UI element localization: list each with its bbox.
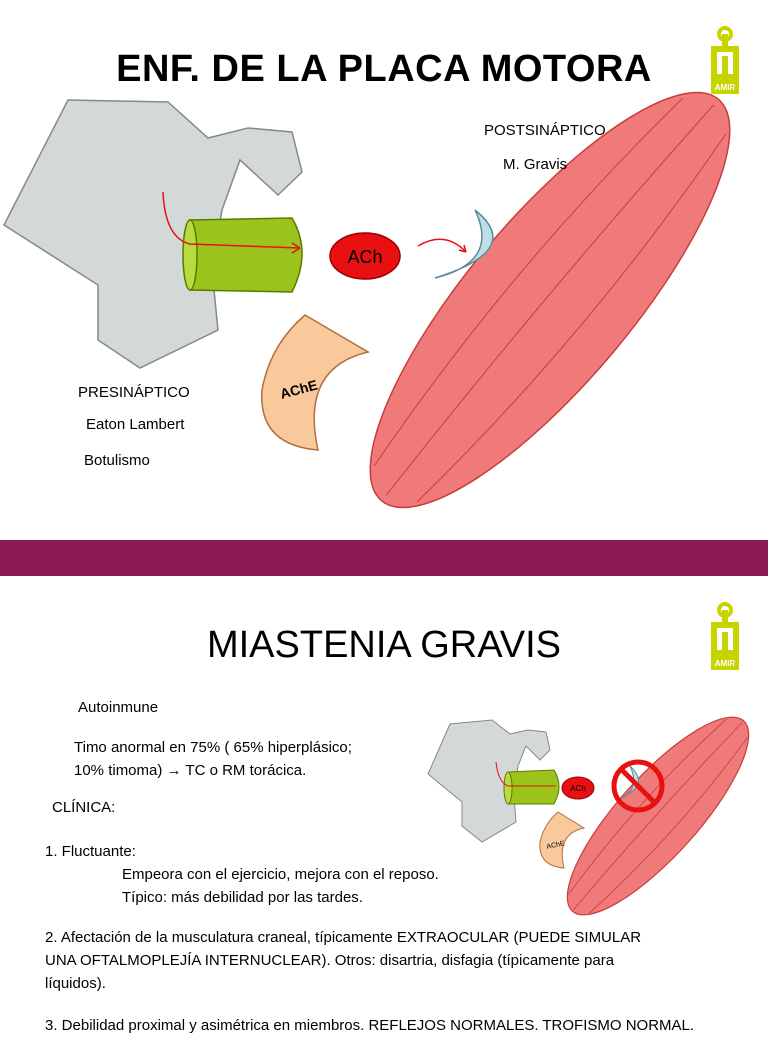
logo-text: AMIR bbox=[715, 83, 736, 92]
text-timo-2: 10% timoma) → TC o RM torácica. bbox=[74, 762, 307, 779]
item2-line1: 2. Afectación de la musculatura craneal,… bbox=[45, 929, 642, 946]
slide1-title: ENF. DE LA PLACA MOTORA bbox=[116, 48, 652, 90]
logo-text: AMIR bbox=[715, 659, 736, 668]
slide-placa-motora: ENF. DE LA PLACA MOTORA AMIR AC bbox=[3, 26, 739, 509]
ach-receptor bbox=[434, 209, 494, 279]
item1-line2: Típico: más debilidad por las tardes. bbox=[122, 889, 363, 906]
muscle-fiber bbox=[566, 716, 750, 916]
slide-divider bbox=[0, 540, 768, 576]
ache-enzyme: AChE bbox=[539, 811, 586, 869]
ach-molecule: ACh bbox=[329, 232, 401, 280]
item1-line1: Empeora con el ejercicio, mejora con el … bbox=[122, 866, 439, 883]
text-autoinmune: Autoinmune bbox=[78, 699, 159, 716]
amir-logo: AMIR bbox=[711, 602, 739, 670]
item2-line2: UNA OFTALMOPLEJÍA INTERNUCLEAR). Otros: … bbox=[45, 952, 615, 969]
amir-logo: AMIR bbox=[711, 26, 739, 94]
item3-line1: 3. Debilidad proximal y asimétrica en mi… bbox=[45, 1017, 695, 1034]
svg-text:ACh: ACh bbox=[570, 784, 586, 793]
ache-enzyme: AChE bbox=[261, 314, 370, 451]
svg-text:AChE: AChE bbox=[546, 840, 566, 851]
axon-terminal bbox=[189, 217, 303, 293]
prohibition-icon bbox=[611, 759, 665, 813]
presynaptic-label: PRESINÁPTICO bbox=[78, 384, 190, 401]
slide-miastenia-gravis: MIASTENIA GRAVIS AMIR ACh bbox=[0, 576, 768, 1034]
muscle-fiber bbox=[369, 91, 731, 509]
axon-terminal bbox=[507, 769, 560, 805]
motor-plate-diagram: ACh AChE bbox=[3, 91, 731, 509]
presynaptic-disease-botulismo: Botulismo bbox=[84, 452, 150, 469]
svg-text:ACh: ACh bbox=[347, 247, 382, 267]
presynaptic-neuron bbox=[3, 99, 303, 369]
text-timo-1: Timo anormal en 75% ( 65% hiperplásico; bbox=[74, 739, 352, 756]
text-clinica: CLÍNICA: bbox=[52, 799, 116, 816]
postsynaptic-disease: M. Gravis bbox=[503, 156, 568, 173]
ach-to-receptor-arrow bbox=[417, 238, 467, 253]
presynaptic-neuron bbox=[427, 719, 551, 843]
item2-line3: líquidos). bbox=[45, 975, 106, 992]
postsynaptic-label: POSTSINÁPTICO bbox=[484, 122, 606, 139]
presynaptic-disease-eaton: Eaton Lambert bbox=[86, 416, 185, 433]
item1-title: 1. Fluctuante: bbox=[45, 843, 136, 860]
slide2-title: MIASTENIA GRAVIS bbox=[206, 624, 562, 666]
miastenia-diagram: ACh AChE bbox=[427, 716, 750, 916]
ach-molecule: ACh bbox=[561, 776, 595, 800]
